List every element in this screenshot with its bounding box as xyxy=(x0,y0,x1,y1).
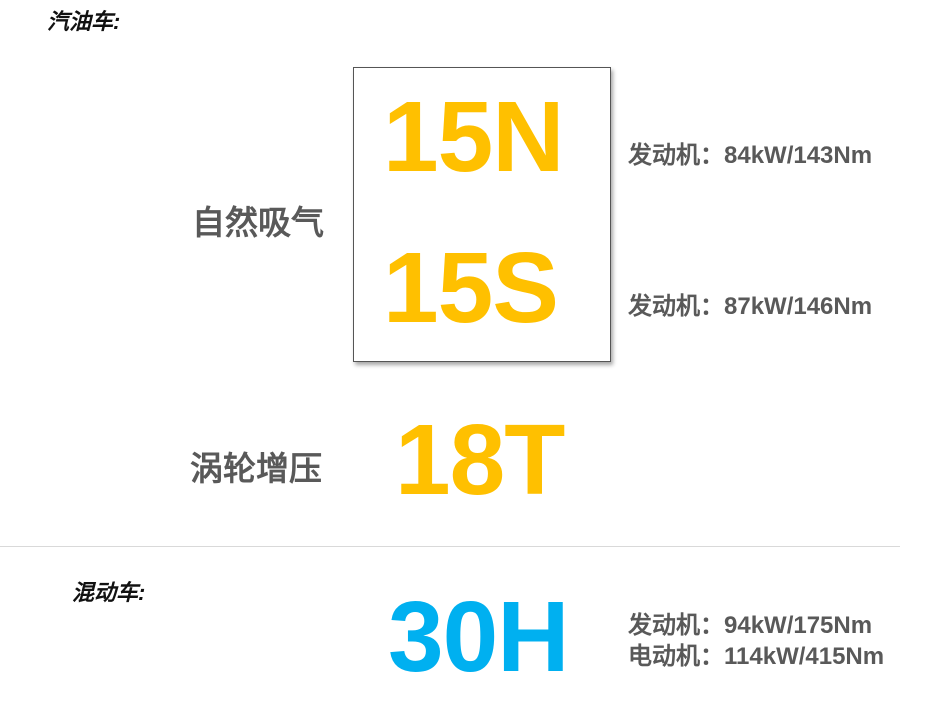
section-divider xyxy=(0,546,900,547)
section-title-hybrid: 混动车: xyxy=(72,580,146,605)
category-label-natural-aspiration: 自然吸气 xyxy=(192,204,324,241)
engine-spec-15s: 发动机：87kW/146Nm xyxy=(628,293,873,320)
engine-code-18t: 18T xyxy=(395,404,565,516)
hybrid-engine-spec: 发动机：94kW/175Nm xyxy=(628,612,873,639)
category-label-turbo: 涡轮增压 xyxy=(190,450,322,487)
engine-code-15s: 15S xyxy=(383,232,559,344)
engine-code-30h: 30H xyxy=(388,581,569,693)
engine-code-15n: 15N xyxy=(383,81,564,193)
engine-spec-15n: 发动机：84kW/143Nm xyxy=(628,142,873,169)
hybrid-motor-spec: 电动机：114kW/415Nm xyxy=(628,643,885,670)
na-box xyxy=(353,67,611,362)
section-title-gasoline: 汽油车: xyxy=(47,9,121,34)
